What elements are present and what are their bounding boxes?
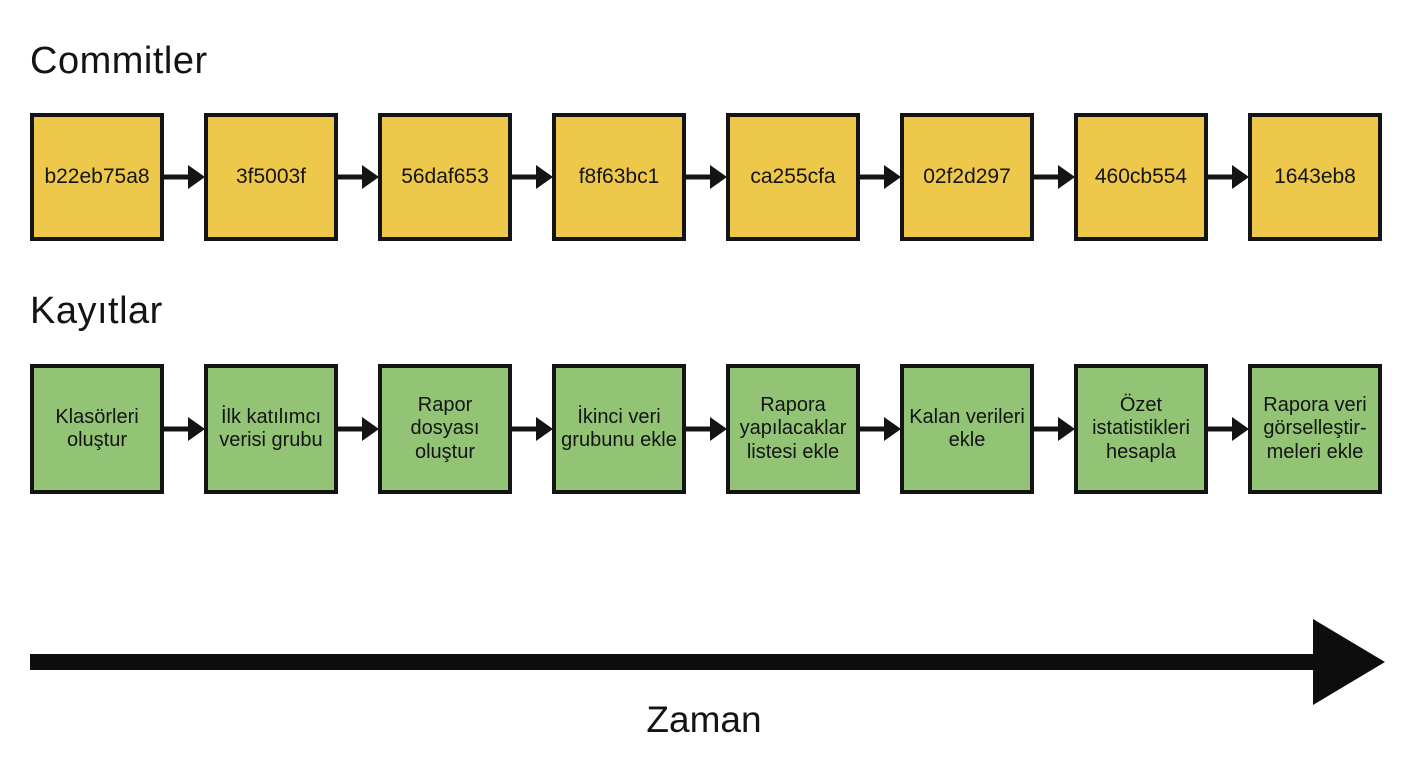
arrow-right-icon [686, 164, 727, 190]
commit-hash: ca255cfa [750, 165, 836, 188]
record-label: Rapora veri görselleştir-meleri ekle [1263, 394, 1367, 463]
commit-hash: 460cb554 [1094, 165, 1188, 188]
arrow-right-icon [860, 416, 901, 442]
arrow-right-icon [686, 416, 727, 442]
arrow-right-icon [164, 416, 205, 442]
record-node: Rapora veri görselleştir-meleri ekle [1248, 364, 1382, 494]
arrow-right-icon [512, 164, 553, 190]
timeline-label: Zaman [646, 699, 762, 740]
arrow-right-icon [1208, 164, 1249, 190]
commit-node: 460cb554 [1074, 113, 1208, 241]
record-node: Rapora yapılacaklar listesi ekle [726, 364, 860, 494]
commit-node: 3f5003f [204, 113, 338, 241]
commit-hash: 1643eb8 [1274, 165, 1356, 188]
arrow-right-icon [1034, 164, 1075, 190]
record-label: İlk katılımcı verisi grubu [219, 405, 323, 451]
commit-node: 1643eb8 [1248, 113, 1382, 241]
records-section-title: Kayıtlar [30, 290, 163, 332]
commit-node: 56daf653 [378, 113, 512, 241]
arrow-right-icon [164, 164, 205, 190]
commit-hash: 3f5003f [235, 165, 307, 188]
record-node: İkinci veri grubunu ekle [552, 364, 686, 494]
records-row: Klasörleri oluştur İlk katılımcı verisi … [30, 364, 1382, 494]
record-node: Klasörleri oluştur [30, 364, 164, 494]
commit-node: f8f63bc1 [552, 113, 686, 241]
commit-node: b22eb75a8 [30, 113, 164, 241]
record-node: Rapor dosyası oluştur [378, 364, 512, 494]
record-label: Rapor dosyası oluştur [410, 394, 480, 463]
timeline-arrow-icon [30, 618, 1385, 706]
commit-node: 02f2d297 [900, 113, 1034, 241]
arrow-right-icon [1208, 416, 1249, 442]
commits-section-title: Commitler [30, 40, 208, 82]
record-node: İlk katılımcı verisi grubu [204, 364, 338, 494]
arrow-right-icon [1034, 416, 1075, 442]
record-label: Klasörleri oluştur [55, 405, 139, 451]
arrow-right-icon [338, 164, 379, 190]
record-label: Özet istatistikleri hesapla [1092, 394, 1190, 463]
arrow-right-icon [860, 164, 901, 190]
record-label: Rapora yapılacaklar listesi ekle [739, 394, 847, 463]
arrow-right-icon [338, 416, 379, 442]
record-label: Kalan verileri ekle [909, 405, 1025, 451]
commit-hash: f8f63bc1 [578, 165, 660, 188]
record-node: Kalan verileri ekle [900, 364, 1034, 494]
record-node: Özet istatistikleri hesapla [1074, 364, 1208, 494]
record-label: İkinci veri grubunu ekle [561, 405, 677, 451]
commit-hash: 02f2d297 [923, 165, 1011, 188]
commit-node: ca255cfa [726, 113, 860, 241]
arrow-right-icon [512, 416, 553, 442]
commit-hash: 56daf653 [401, 165, 489, 188]
commit-hash: b22eb75a8 [44, 165, 150, 188]
commits-row: b22eb75a8 3f5003f 56daf653 f8f63bc1 ca25… [30, 113, 1382, 241]
